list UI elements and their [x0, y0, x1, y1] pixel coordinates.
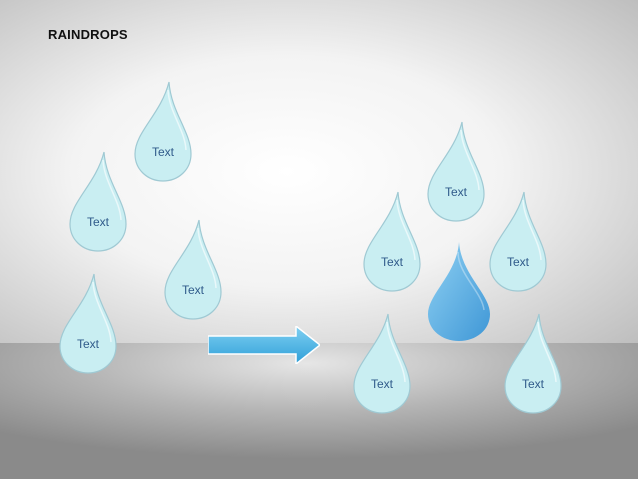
- raindrop-label: Text: [444, 185, 467, 199]
- raindrop-left-1: Text: [134, 81, 192, 182]
- raindrop-shape: [69, 151, 127, 252]
- raindrop-shape: [489, 191, 547, 292]
- raindrop-shape: [134, 81, 192, 182]
- raindrop-shape: [504, 313, 562, 414]
- raindrop-shape: [353, 313, 411, 414]
- raindrop-shape: [427, 121, 485, 222]
- raindrop-left-4: Text: [59, 273, 117, 374]
- raindrop-label: Text: [370, 377, 393, 391]
- raindrop-label: Text: [521, 377, 544, 391]
- raindrop-shape: [363, 191, 421, 292]
- slide-title: RAINDROPS: [48, 27, 128, 42]
- raindrop-right-5: Text: [504, 313, 562, 414]
- raindrop-shape: [59, 273, 117, 374]
- raindrop-label: Text: [76, 337, 99, 351]
- raindrop-label: Text: [181, 283, 204, 297]
- raindrop-left-3: Text: [164, 219, 222, 320]
- raindrop-highlight-shape: [428, 242, 490, 341]
- raindrop-label: Text: [151, 145, 174, 159]
- raindrop-shape: [164, 219, 222, 320]
- raindrop-label: Text: [86, 215, 109, 229]
- raindrop-label: Text: [506, 255, 529, 269]
- raindrop-highlight: [428, 242, 490, 342]
- raindrop-right-3: Text: [489, 191, 547, 292]
- right-arrow-icon: [207, 324, 322, 366]
- raindrop-right-2: Text: [363, 191, 421, 292]
- raindrop-right-1: Text: [427, 121, 485, 222]
- raindrop-right-4: Text: [353, 313, 411, 414]
- raindrop-left-2: Text: [69, 151, 127, 252]
- raindrop-label: Text: [380, 255, 403, 269]
